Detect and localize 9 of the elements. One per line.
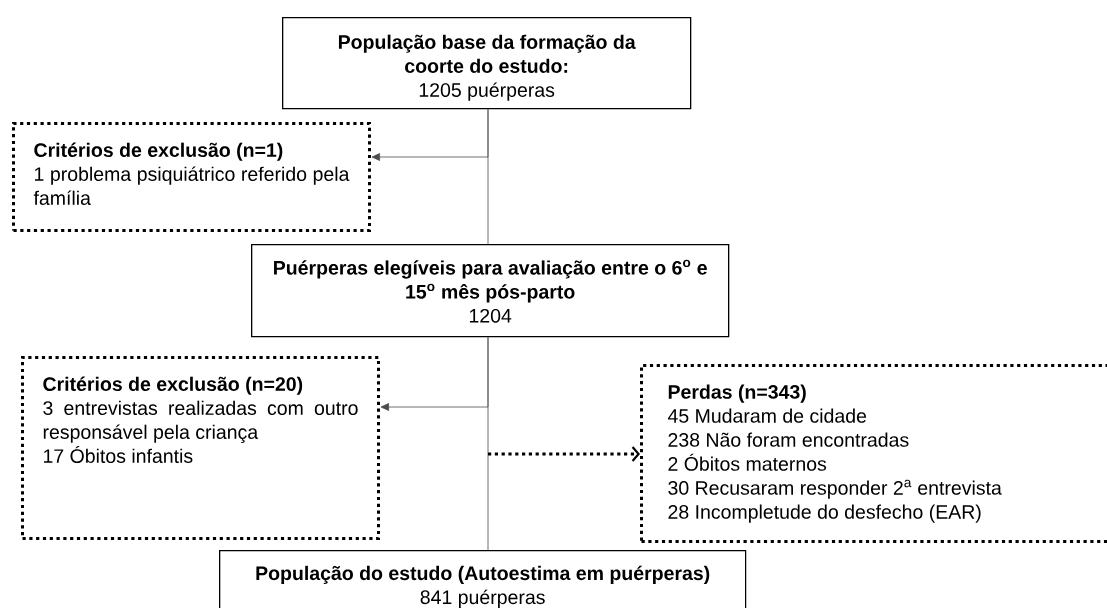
arrow — [488, 446, 640, 462]
process-box: Puérperas elegíveis para avaliação entre o 6$^{o}$ e 15$^{o}$ mês pós-parto 1204 — [251, 244, 730, 338]
note-box: Perdas (n=343) 45 Mudaram de cidade 238 Não foram encontradas 2 Óbitos maternos 30 Recusaram responder 2$^{a}$ entrevista 28 Incompletude do desfecho (EAR) — [640, 364, 1107, 543]
process-box: População base da formação da coorte do estudo: 1205 puérperas — [282, 17, 692, 110]
arrow — [380, 336, 489, 411]
arrow — [371, 108, 489, 161]
note-box: Critérios de exclusão (n=20) 3 entrevistas realizadas com outro responsável pela criança 17 Óbitos infantis — [21, 356, 380, 540]
process-box: População do estudo (Autoestima em puérperas) 841 puérperas — [219, 550, 747, 608]
note-box: Critérios de exclusão (n=1) 1 problema psiquiátrico referido pela família — [12, 122, 371, 232]
